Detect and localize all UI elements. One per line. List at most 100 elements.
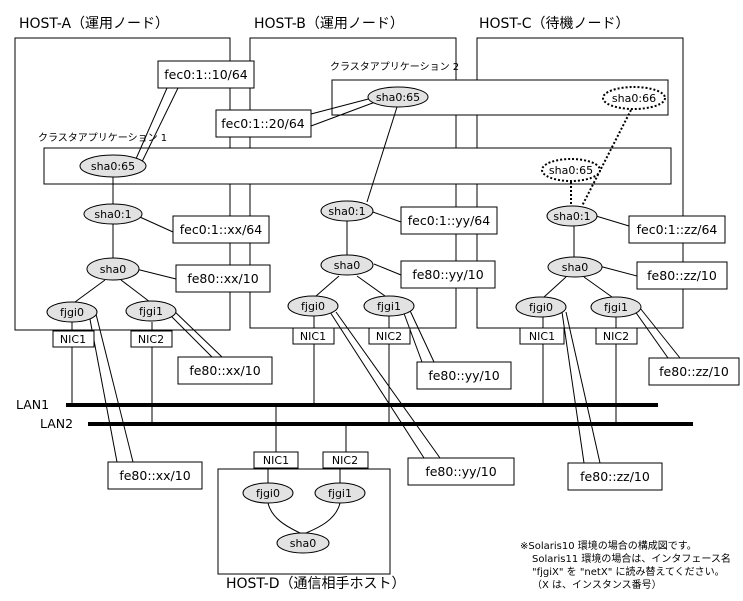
b-sha0-label: sha0	[334, 259, 360, 272]
conn-a-sha0-fjgi1	[120, 279, 151, 303]
b-logical-addr-box	[400, 206, 498, 235]
c-fjgi1-addr: fe80::zz/10	[659, 364, 729, 379]
a-fjgi1-addr: fe80::xx/10	[189, 363, 260, 378]
c-fjgi0-addr: fe80::zz/10	[580, 469, 650, 484]
b-nic2-label: NIC2	[376, 330, 402, 343]
a-sha0-label: sha0	[100, 263, 126, 276]
c-nic1-label: NIC1	[529, 330, 555, 343]
cluster-app-1-label: クラスタアプリケーション 1	[38, 132, 167, 144]
a-fjgi1-addr-box	[177, 356, 273, 385]
callout-b-takeover-line	[310, 96, 377, 115]
c-sha01-label: sha0:1	[553, 210, 590, 223]
c-sha066-node	[602, 86, 666, 110]
d-fjgi1-label: fjgi1	[328, 487, 352, 500]
c-fjgi0-label: fjgi0	[529, 301, 553, 314]
callout-a-fjgi0-line2	[95, 313, 134, 463]
callout-b-link-line	[373, 263, 402, 276]
b-sha065-node	[367, 86, 429, 108]
d-fjgi0-node	[242, 482, 294, 504]
a-sha065-node	[79, 154, 147, 178]
c-logical-addr: fec0:1::zz/64	[637, 222, 718, 237]
c-logical-addr-box	[628, 215, 726, 244]
a-takeover-addr: fec0:1::10/64	[164, 67, 248, 82]
a-fjgi0-addr: fe80::xx/10	[119, 468, 190, 483]
conn-c-sha0-fjgi0	[543, 276, 567, 298]
b-link-addr: fe80::yy/10	[412, 267, 483, 282]
b-fjgi0-addr-box	[407, 457, 515, 486]
a-nic2-label: NIC2	[138, 333, 164, 346]
note-line-3: "fjgiX" を "netX" に読み替えてください。	[532, 565, 725, 578]
b-fjgi1-label: fjgi1	[377, 300, 401, 313]
host-b-title: HOST-B（運用ノード）	[254, 16, 404, 32]
b-sha065-label: sha0:65	[376, 91, 420, 104]
b-sha0-node	[320, 254, 374, 276]
a-sha01-node	[83, 203, 143, 225]
conn-c-sha066-sha01	[581, 109, 632, 207]
b-link-addr-box	[400, 260, 496, 289]
callout-b-fjgi1-line2	[405, 301, 435, 363]
c-sha0-label: sha0	[562, 261, 588, 274]
callout-a-link-line	[135, 268, 177, 280]
callout-b-logical-line	[369, 210, 402, 223]
c-link-addr: fe80::zz/10	[647, 268, 717, 283]
callout-a-fjgi1-line	[167, 312, 213, 358]
d-fjgi0-label: fjgi0	[256, 487, 280, 500]
host-d-box	[217, 468, 391, 575]
c-sha065-label: sha0:65	[549, 164, 593, 177]
c-sha0-node	[547, 256, 603, 278]
callout-c-fjgi1-line2	[635, 302, 681, 359]
c-sha066-label: sha0:66	[612, 92, 656, 105]
c-link-addr-box	[636, 261, 728, 290]
callout-a-takeover-line	[131, 87, 168, 169]
conn-c-sha0-fjgi1	[583, 276, 613, 298]
d-nic2-label: NIC2	[332, 454, 358, 467]
d-fjgi1-node	[314, 482, 366, 504]
note-line-4: （X は、インスタンス番号）	[532, 579, 662, 591]
b-nic1-label: NIC1	[300, 330, 326, 343]
b-takeover-addr-box	[215, 109, 312, 138]
cluster-app-2-label: クラスタアプリケーション 2	[330, 61, 459, 73]
callout-c-link-line	[598, 265, 638, 277]
note-line-1: ※Solaris10 環境の場合の構成図です。	[520, 539, 697, 552]
b-fjgi1-node	[363, 295, 415, 317]
callout-b-fjgi0-line2	[335, 311, 441, 459]
c-fjgi0-addr-box	[567, 462, 663, 491]
a-nic1-label: NIC1	[60, 333, 86, 346]
a-nic2-box	[130, 330, 173, 348]
b-sha01-node	[320, 200, 374, 222]
callout-c-fjgi0-line2	[565, 311, 601, 464]
conn-b-sha0-fjgi0	[315, 275, 340, 297]
d-sha0-label: sha0	[290, 537, 316, 550]
callout-c-logical-line	[595, 215, 630, 227]
a-fjgi0-label: fjgi0	[60, 306, 84, 319]
b-sha01-label: sha0:1	[328, 205, 365, 218]
conn-d-fjgi1-sha0	[305, 502, 341, 534]
a-sha01-label: sha0:1	[94, 208, 131, 221]
conn-b-sha065-sha01	[366, 106, 398, 203]
c-nic2-label: NIC2	[603, 330, 629, 343]
a-fjgi0-node	[46, 301, 98, 323]
conn-b-sha0-fjgi1	[356, 275, 386, 297]
a-link-addr-box	[175, 264, 271, 293]
callout-c-fjgi1-line	[631, 306, 669, 359]
a-fjgi0-addr-box	[107, 461, 203, 490]
lan2-label: LAN2	[40, 416, 73, 431]
a-takeover-addr-box	[157, 60, 255, 89]
callout-b-fjgi1-line	[401, 307, 423, 363]
d-nic2-box	[322, 451, 369, 469]
c-sha065-node	[541, 158, 601, 182]
a-logical-addr-box	[172, 215, 270, 244]
conn-a-sha0-fjgi0	[74, 279, 106, 303]
c-nic1-box	[519, 327, 565, 345]
b-takeover-addr: fec0:1::20/64	[221, 116, 305, 131]
a-link-addr: fe80::xx/10	[187, 271, 258, 286]
d-sha0-node	[276, 532, 330, 554]
a-fjgi1-node	[125, 300, 177, 322]
c-fjgi1-addr-box	[648, 357, 740, 386]
b-fjgi0-addr: fe80::yy/10	[425, 464, 496, 479]
a-fjgi1-label: fjgi1	[139, 305, 163, 318]
b-fjgi1-addr: fe80::yy/10	[428, 368, 499, 383]
note-line-2: Solaris11 環境の場合は、インタフェース名	[532, 552, 731, 565]
c-nic2-box	[595, 327, 638, 345]
b-nic1-box	[292, 327, 335, 345]
